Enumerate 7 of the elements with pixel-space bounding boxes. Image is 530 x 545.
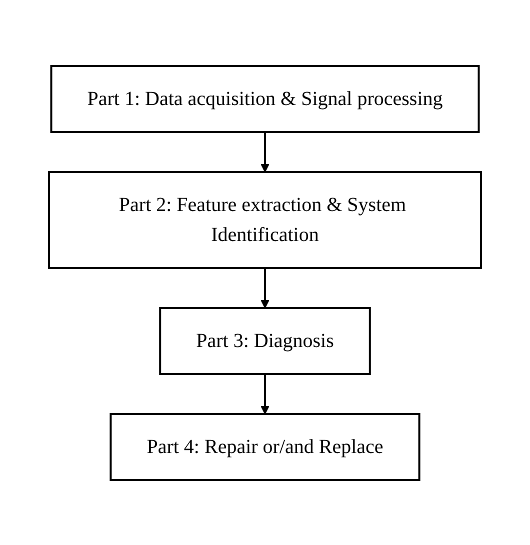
node-box: Part 3: Diagnosis [159, 306, 371, 374]
arrow [260, 132, 270, 172]
node-box: Part 2: Feature extraction & System Identification [48, 170, 482, 268]
arrow [260, 268, 270, 308]
node-box: Part 1: Data acquisition & Signal processing [50, 64, 480, 132]
arrow [260, 374, 270, 414]
node-box: Part 4: Repair or/and Replace [110, 412, 420, 480]
